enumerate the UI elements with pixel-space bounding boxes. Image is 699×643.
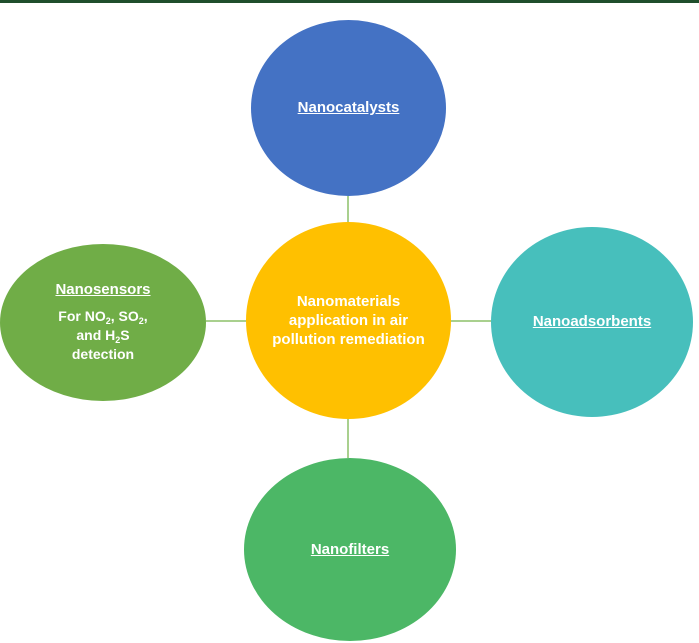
top-border-rule — [0, 0, 699, 3]
nanosensors-node: Nanosensors For NO2, SO2, and H2S detect… — [0, 244, 206, 401]
center-topic-node: Nanomaterials application in air polluti… — [246, 222, 451, 419]
nanosensors-detail-line1: For NO2, SO2, — [58, 308, 148, 326]
nanocatalysts-label: Nanocatalysts — [297, 99, 400, 116]
nanosensors-label: Nanosensors — [55, 281, 151, 298]
nanofilters-node: Nanofilters — [244, 458, 456, 641]
nanofilters-label: Nanofilters — [310, 540, 390, 558]
nanocatalysts-node: Nanocatalysts — [251, 20, 446, 196]
nanosensors-detail: For NO2, SO2, and H2S detection — [58, 307, 147, 364]
nanosensors-detail-line3: detection — [71, 346, 135, 362]
nanoadsorbents-node: Nanoadsorbents — [491, 227, 693, 417]
center-topic-label: Nanomaterials application in air polluti… — [272, 293, 425, 348]
nanosensors-detail-line2: and H2S — [76, 327, 130, 345]
nanoadsorbents-label: Nanoadsorbents — [532, 313, 652, 330]
